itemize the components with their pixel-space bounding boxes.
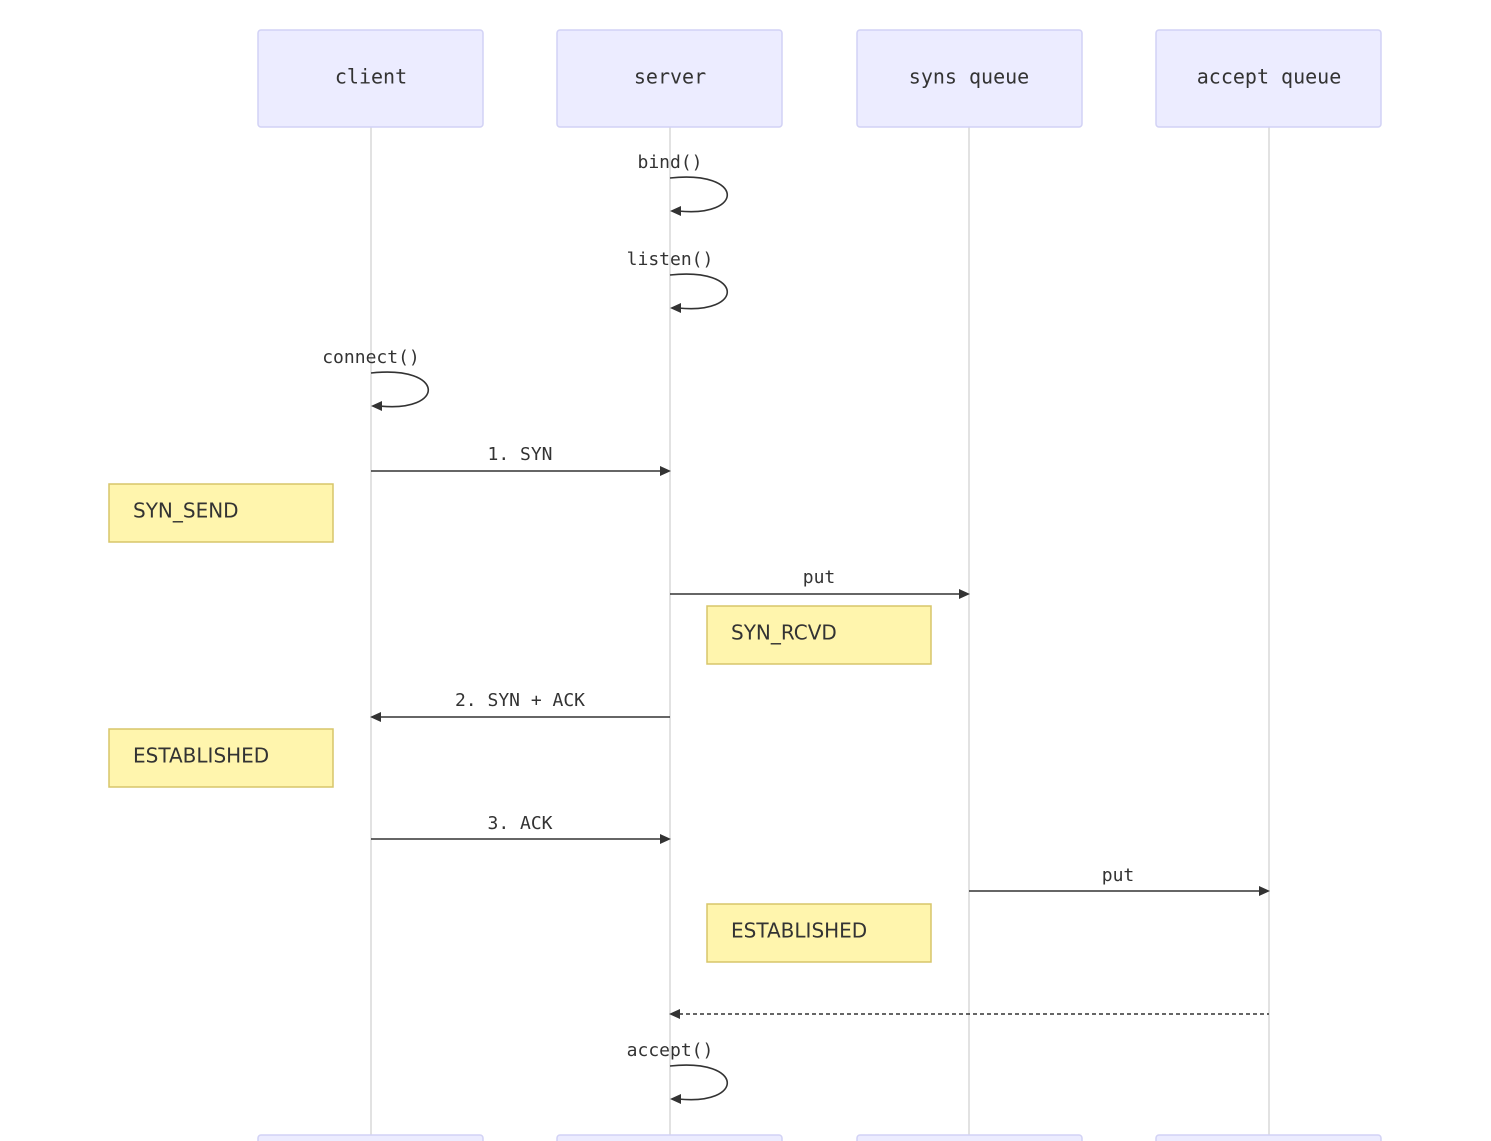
message-syn: 1. SYN — [371, 444, 671, 476]
note-label-syn-rcvd: SYN_RCVD — [731, 621, 837, 645]
actor-server: server — [556, 29, 783, 128]
note-established-client: ESTABLISHED — [108, 728, 334, 788]
self-call-accept: accept() — [627, 1040, 729, 1104]
actor-accept-queue-bottom — [1155, 1134, 1382, 1141]
message-label-syn-ack: 2. SYN + ACK — [455, 690, 585, 711]
message-label-ack: 3. ACK — [487, 813, 552, 834]
actor-client: client — [257, 29, 484, 128]
message-label-syn: 1. SYN — [487, 444, 552, 465]
actor-syns-queue-bottom — [856, 1134, 1083, 1141]
note-label-established-client: ESTABLISHED — [133, 744, 269, 768]
self-call-bind: bind() — [637, 152, 729, 216]
self-call-label-connect: connect() — [322, 347, 420, 368]
actor-label-client: client — [335, 65, 407, 89]
message-label-put-syns: put — [803, 567, 836, 588]
self-call-label-bind: bind() — [637, 152, 702, 173]
note-established-server: ESTABLISHED — [706, 903, 932, 963]
self-call-label-listen: listen() — [627, 249, 714, 270]
self-call-connect: connect() — [322, 347, 430, 411]
note-syn-send: SYN_SEND — [108, 483, 334, 543]
actor-label-syns-queue: syns queue — [909, 65, 1029, 89]
message-put-accept-queue: put — [969, 865, 1270, 896]
actor-label-accept-queue: accept queue — [1197, 65, 1342, 89]
message-syn-ack: 2. SYN + ACK — [370, 690, 670, 722]
message-put-syns-queue: put — [670, 567, 970, 599]
message-return-accept-queue — [669, 1009, 1269, 1019]
note-syn-rcvd: SYN_RCVD — [706, 605, 932, 665]
message-ack: 3. ACK — [371, 813, 671, 844]
self-call-listen: listen() — [627, 249, 729, 313]
message-label-put-accept: put — [1102, 865, 1135, 886]
self-call-label-accept: accept() — [627, 1040, 714, 1061]
actor-server-bottom — [556, 1134, 783, 1141]
actor-label-server: server — [634, 65, 706, 89]
actor-client-bottom — [257, 1134, 484, 1141]
note-label-syn-send: SYN_SEND — [133, 499, 239, 523]
actor-accept-queue: accept queue — [1155, 29, 1382, 128]
note-label-established-server: ESTABLISHED — [731, 919, 867, 943]
actor-syns-queue: syns queue — [856, 29, 1083, 128]
